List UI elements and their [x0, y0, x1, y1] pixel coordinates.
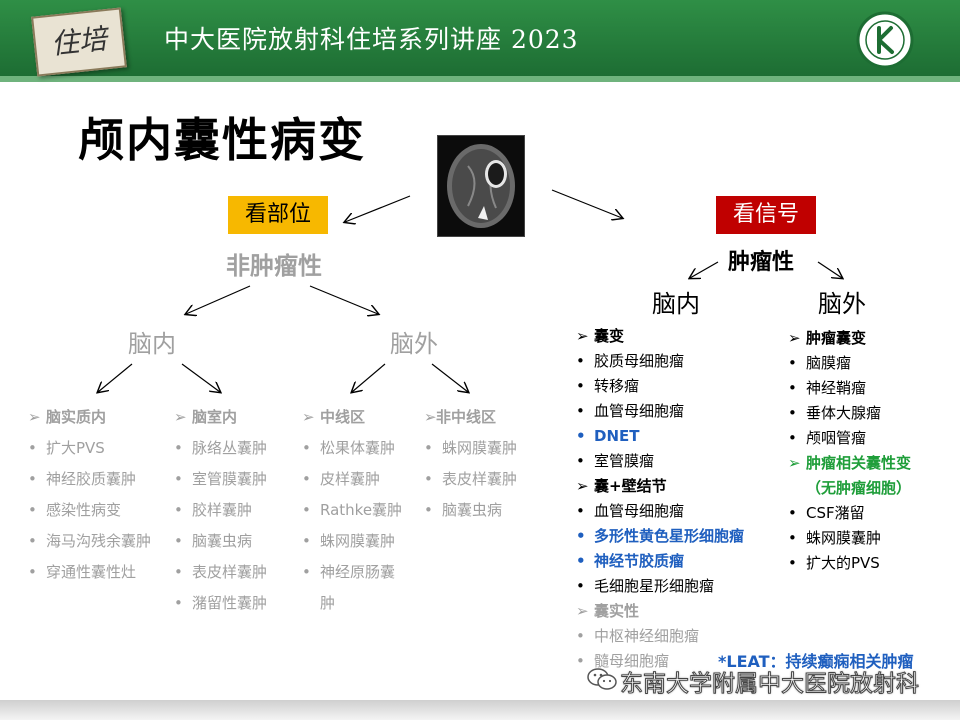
list-item: 神经原肠囊: [320, 563, 396, 581]
list-item: 神经胶质囊肿: [46, 470, 137, 488]
list-item: 皮样囊肿: [320, 470, 381, 488]
list-item-highlight: 神经节胶质瘤: [594, 552, 685, 570]
list-item: 脑囊虫病: [192, 532, 253, 550]
arrow-bullet-icon: ➢: [302, 408, 315, 426]
group-midline: ➢中线区 •松果体囊肿 •皮样囊肿 •Rathke囊肿 •蛛网膜囊肿 •神经原肠…: [302, 402, 402, 619]
page-title: 颅内囊性病变: [78, 113, 366, 167]
category-non-tumor: 非肿瘤性: [226, 252, 322, 280]
group-heading: 囊实性: [594, 602, 640, 620]
category-tumor: 肿瘤性: [728, 250, 795, 275]
list-item: 扩大的PVS: [806, 554, 880, 572]
wechat-icon: [587, 668, 617, 690]
list-item: 垂体大腺瘤: [806, 404, 882, 422]
group-heading-green: 肿瘤相关囊性变: [806, 454, 912, 472]
list-item: CSF潴留: [806, 504, 865, 522]
list-item: 脑膜瘤: [806, 354, 852, 372]
branch-left-intra: 脑内: [128, 330, 176, 358]
list-item: 肿: [320, 594, 336, 612]
header-title: 中大医院放射科住培系列讲座 2023: [164, 25, 579, 54]
list-item: 血管母细胞瘤: [594, 402, 685, 420]
group-non-midline: ➢非中线区 •蛛网膜囊肿 •表皮样囊肿 •脑囊虫病: [424, 402, 517, 526]
list-item: 脉络丛囊肿: [192, 439, 268, 457]
arrow-bullet-icon: ➢: [576, 477, 589, 495]
group-parenchymal: ➢脑实质内 •扩大PVS •神经胶质囊肿 •感染性病变 •海马沟残余囊肿 •穿通…: [28, 402, 151, 588]
list-item-highlight: 多形性黄色星形细胞瘤: [594, 527, 745, 545]
arrow-bullet-icon: ➢: [576, 327, 589, 345]
list-item: 中枢神经细胞瘤: [594, 627, 700, 645]
group-heading: 脑室内: [192, 408, 238, 426]
list-item: 胶质母细胞瘤: [594, 352, 685, 370]
list-extra-tumor: ➢肿瘤囊变 •脑膜瘤 •神经鞘瘤 •垂体大腺瘤 •颅咽管瘤 ➢肿瘤相关囊性变 （…: [788, 326, 911, 576]
bottom-bar: [0, 700, 960, 720]
watermark-text: 东南大学附属中大医院放射科: [620, 671, 920, 698]
hospital-seal-icon: [856, 11, 914, 69]
list-item: 髓母细胞瘤: [594, 652, 670, 670]
list-item: 潴留性囊肿: [192, 594, 268, 612]
branch-left-extra: 脑外: [390, 330, 438, 358]
list-item: 松果体囊肿: [320, 439, 396, 457]
list-item: 转移瘤: [594, 377, 640, 395]
list-item: 表皮样囊肿: [192, 563, 268, 581]
list-item: 毛细胞星形细胞瘤: [594, 577, 715, 595]
group-heading: 肿瘤囊变: [806, 329, 867, 347]
branch-right-intra: 脑内: [652, 290, 700, 318]
list-item: 扩大PVS: [46, 439, 105, 457]
list-item: 蛛网膜囊肿: [806, 529, 882, 547]
list-item: 室管膜瘤: [594, 452, 655, 470]
list-item-highlight: DNET: [594, 427, 640, 445]
list-item: 胶样囊肿: [192, 501, 253, 519]
arrow-bullet-icon: ➢: [576, 602, 589, 620]
mri-brain-image: [437, 135, 525, 237]
list-item: 室管膜囊肿: [192, 470, 268, 488]
list-intra-tumor: ➢囊变 •胶质母细胞瘤 •转移瘤 •血管母细胞瘤 •DNET •室管膜瘤 ➢囊+…: [576, 324, 744, 674]
list-item: 蛛网膜囊肿: [320, 532, 396, 550]
group-heading: 囊+壁结节: [594, 477, 667, 495]
list-item: 脑囊虫病: [442, 501, 503, 519]
list-item: 海马沟残余囊肿: [46, 532, 152, 550]
footnote-leat: *LEAT：持续癫痫相关肿瘤: [718, 652, 914, 671]
list-item: 颅咽管瘤: [806, 429, 867, 447]
group-heading: 中线区: [320, 408, 366, 426]
list-item: 神经鞘瘤: [806, 379, 867, 397]
arrow-bullet-icon: ➢: [424, 408, 437, 426]
header-bar: [0, 0, 960, 76]
group-heading: 脑实质内: [46, 408, 107, 426]
list-item: Rathke囊肿: [320, 501, 403, 519]
list-item: 蛛网膜囊肿: [442, 439, 518, 457]
list-item: 表皮样囊肿: [442, 470, 518, 488]
arrow-bullet-icon: ➢: [788, 329, 801, 347]
list-item: 感染性病变: [46, 501, 122, 519]
group-heading: 囊变: [594, 327, 625, 345]
list-item: 穿通性囊性灶: [46, 563, 137, 581]
list-item: 血管母细胞瘤: [594, 502, 685, 520]
group-heading: 非中线区: [436, 408, 497, 426]
tag-location: 看部位: [228, 196, 328, 234]
arrow-bullet-icon: ➢: [28, 408, 41, 426]
tag-signal: 看信号: [716, 196, 816, 234]
header-stripe: [0, 76, 960, 82]
group-ventricular: ➢脑室内 •脉络丛囊肿 •室管膜囊肿 •胶样囊肿 •脑囊虫病 •表皮样囊肿 •潴…: [174, 402, 267, 619]
arrow-bullet-icon: ➢: [174, 408, 187, 426]
branch-right-extra: 脑外: [818, 290, 866, 318]
arrow-bullet-icon: ➢: [788, 454, 801, 472]
group-subheading-green: （无肿瘤细胞）: [806, 479, 912, 497]
